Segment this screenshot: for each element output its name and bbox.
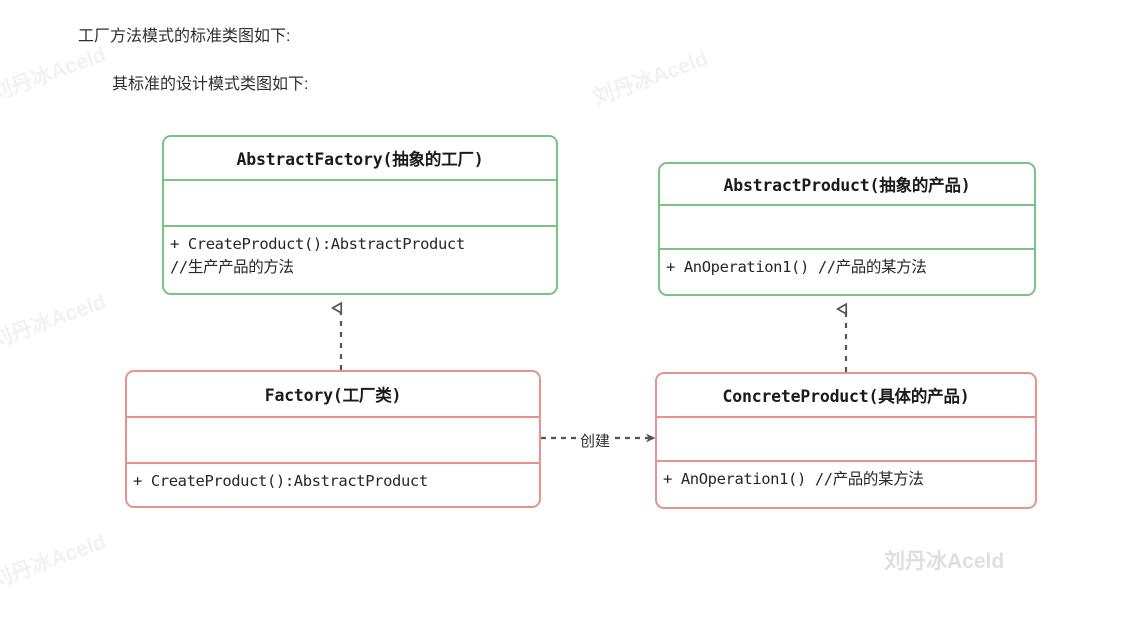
uml-attributes-section [660, 206, 1034, 248]
uml-divider-methods [164, 225, 556, 227]
intro-paragraph-1: 工厂方法模式的标准类图如下: [78, 28, 291, 45]
uml-divider-methods [660, 248, 1034, 250]
uml-divider-attributes [164, 179, 556, 181]
uml-attributes-section [127, 418, 539, 462]
uml-divider-methods [127, 462, 539, 464]
uml-attributes-section [164, 181, 556, 225]
uml-divider-attributes [657, 416, 1035, 418]
relation-label-create: 创建 [578, 430, 613, 451]
uml-divider-attributes [660, 204, 1034, 206]
uml-attributes-section [657, 418, 1035, 460]
uml-divider-attributes [127, 416, 539, 418]
uml-divider-methods [657, 460, 1035, 462]
uml-class-concrete-product[interactable]: ConcreteProduct(具体的产品) + AnOperation1() … [655, 372, 1037, 509]
intro-paragraph-2: 其标准的设计模式类图如下: [112, 76, 309, 93]
uml-methods-section: + CreateProduct():AbstractProduct //生产产品… [170, 235, 465, 276]
uml-class-abstract-factory[interactable]: AbstractFactory(抽象的工厂) + CreateProduct()… [162, 135, 558, 295]
uml-methods-section: + AnOperation1() //产品的某方法 [666, 258, 927, 276]
uml-class-title: AbstractProduct(抽象的产品) [723, 176, 971, 195]
uml-methods-section: + CreateProduct():AbstractProduct [133, 472, 428, 490]
uml-class-factory[interactable]: Factory(工厂类) + CreateProduct():AbstractP… [125, 370, 541, 508]
uml-class-title: ConcreteProduct(具体的产品) [722, 387, 970, 406]
uml-class-abstract-product[interactable]: AbstractProduct(抽象的产品) + AnOperation1() … [658, 162, 1036, 296]
uml-class-title: AbstractFactory(抽象的工厂) [236, 150, 484, 169]
uml-class-title: Factory(工厂类) [264, 386, 402, 405]
uml-methods-section: + AnOperation1() //产品的某方法 [663, 470, 924, 488]
